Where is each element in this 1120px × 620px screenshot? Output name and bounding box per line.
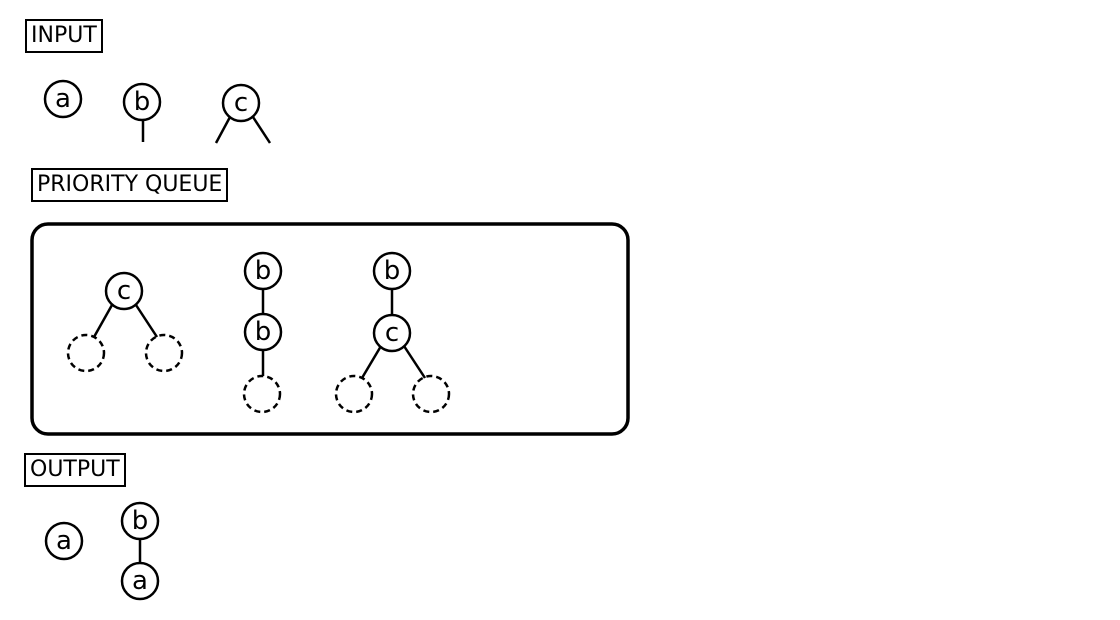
queue-tree-2: b b xyxy=(242,251,283,414)
input-node-b-circle xyxy=(122,82,162,122)
queue-tree-1: c xyxy=(66,271,184,373)
queue-tree-3-node-c xyxy=(372,313,412,353)
queue-tree-3-left-edge xyxy=(360,345,383,379)
output-section-label: OUTPUT xyxy=(24,453,126,487)
output-tree: b a xyxy=(120,501,160,601)
queue-tree-3-right-edge xyxy=(402,345,427,379)
queue-tree-2-empty-child xyxy=(242,374,282,414)
output-tree-node-a-letter: a xyxy=(132,566,148,596)
priority-queue-section-label: PRIORITY QUEUE xyxy=(31,168,229,202)
output-tree-node-a xyxy=(120,561,160,601)
input-node-a: a xyxy=(43,79,83,119)
queue-tree-1-empty-right xyxy=(144,333,184,373)
queue-tree-3: b c xyxy=(334,251,451,414)
queue-tree-3-node-b-letter: b xyxy=(384,256,401,286)
queue-tree-2-node-b-mid-letter: b xyxy=(255,317,272,347)
queue-tree-3-node-c-letter: c xyxy=(385,318,399,348)
queue-tree-2-node-b-mid xyxy=(243,312,283,352)
output-tree-node-b-letter: b xyxy=(132,506,149,536)
output-tree-node-b xyxy=(120,501,160,541)
queue-tree-2-node-b-top xyxy=(243,251,283,291)
input-node-c-circle xyxy=(221,83,261,123)
queue-tree-1-right-edge xyxy=(134,304,159,338)
input-node-a-letter: a xyxy=(55,84,71,114)
queue-tree-3-empty-left xyxy=(334,374,374,414)
queue-tree-3-empty-right xyxy=(411,374,451,414)
queue-tree-3-node-b xyxy=(372,251,412,291)
input-node-b-letter: b xyxy=(134,87,151,117)
queue-tree-1-empty-left xyxy=(66,333,106,373)
queue-tree-1-node-c-letter: c xyxy=(117,276,131,306)
queue-tree-1-node-c xyxy=(104,271,144,311)
queue-tree-1-left-edge xyxy=(92,304,114,338)
output-node-a-circle xyxy=(44,521,84,561)
output-node-a: a xyxy=(44,521,84,561)
output-node-a-letter: a xyxy=(56,526,72,556)
input-node-c-left-branch xyxy=(214,116,232,144)
queue-tree-2-node-b-top-letter: b xyxy=(255,256,272,286)
input-node-b: b xyxy=(122,82,162,142)
input-section-label: INPUT xyxy=(25,19,103,53)
input-node-c-letter: c xyxy=(234,88,248,118)
input-node-c: c xyxy=(214,83,272,144)
input-node-a-circle xyxy=(43,79,83,119)
priority-queue-box xyxy=(30,222,630,436)
input-node-c-right-branch xyxy=(251,116,272,144)
